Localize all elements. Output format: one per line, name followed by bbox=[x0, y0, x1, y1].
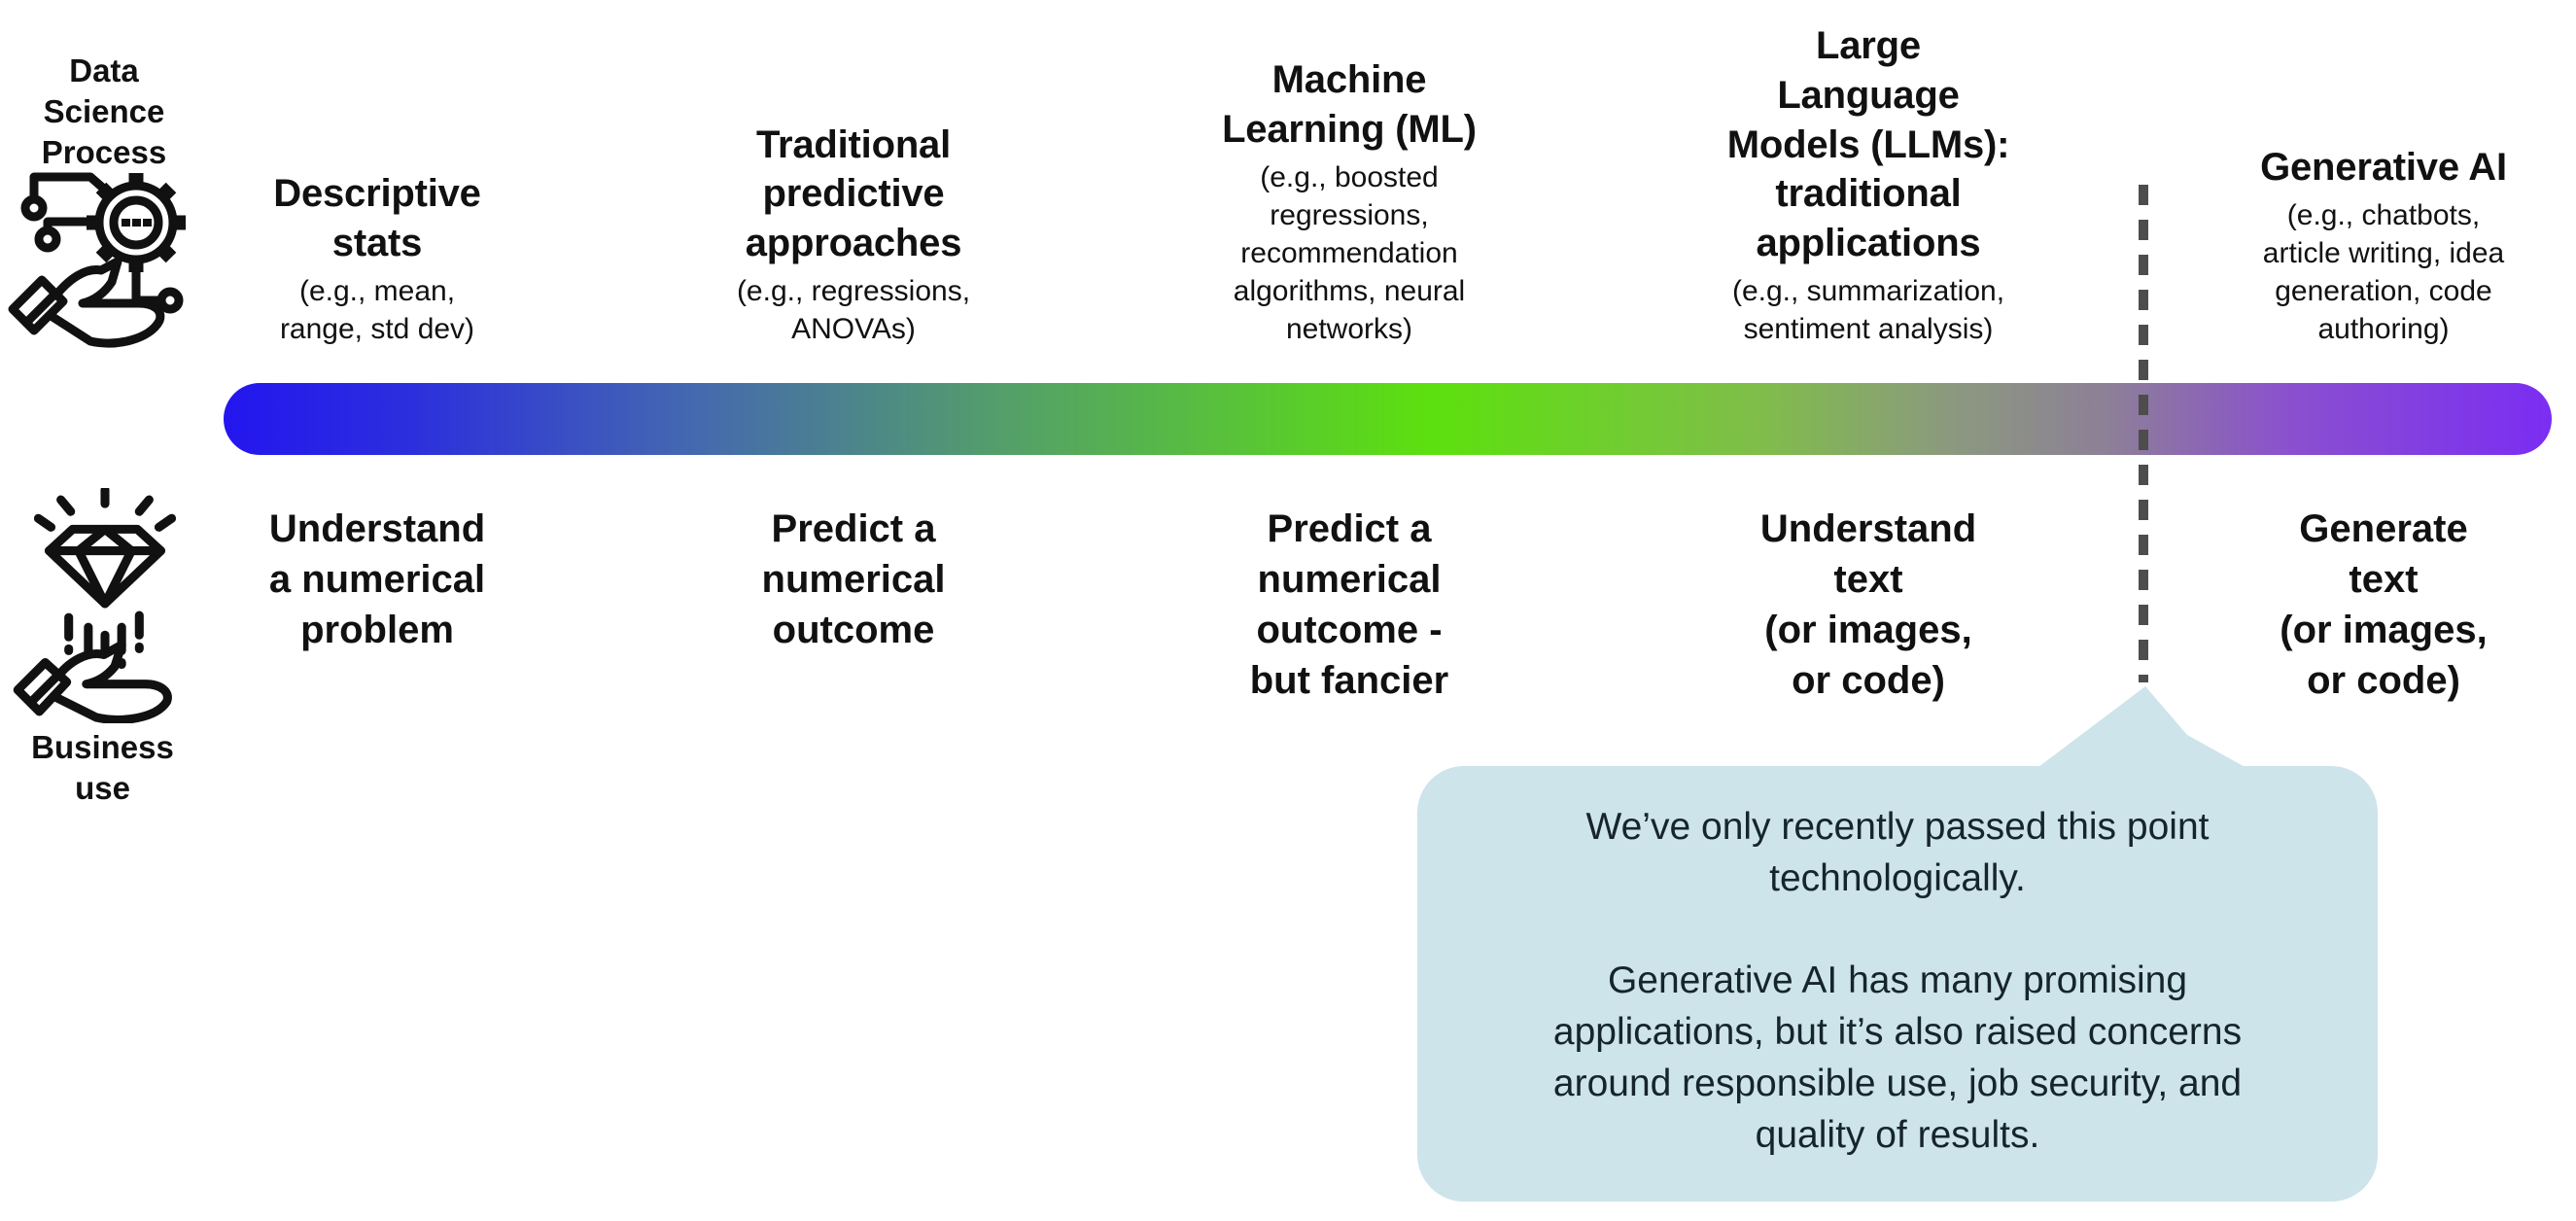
column-title: Traditional predictive approaches bbox=[745, 122, 962, 265]
column-llms-traditional: Large Language Models (LLMs): traditiona… bbox=[1596, 0, 2141, 348]
column-subtitle: (e.g., mean, range, std dev) bbox=[279, 275, 475, 345]
column-descriptive-stats: Descriptive stats (e.g., mean, range, st… bbox=[154, 0, 601, 348]
column-generative-ai: Generative AI (e.g., chatbots, article w… bbox=[2160, 0, 2576, 348]
column-title: Descriptive stats bbox=[273, 172, 481, 265]
data-science-process-label: Data Science Process bbox=[41, 52, 167, 171]
business-use-descriptive: Understand a numerical problem bbox=[268, 507, 486, 651]
dashed-divider-line bbox=[2139, 185, 2148, 682]
column-subtitle: (e.g., chatbots, article writing, idea g… bbox=[2262, 199, 2505, 345]
column-title: Machine Learning (ML) bbox=[1222, 58, 1477, 152]
business-use-ml: Predict a numerical outcome - but fancie… bbox=[1249, 507, 1449, 702]
callout-paragraph-1: We’ve only recently passed this point te… bbox=[1585, 806, 2210, 900]
gear-hand-circuit-icon bbox=[8, 172, 186, 348]
column-title: Generative AI bbox=[2260, 146, 2507, 190]
callout-bubble: We’ve only recently passed this point te… bbox=[1417, 766, 2378, 1202]
business-use-label: Business use bbox=[31, 729, 174, 807]
business-use-llm: Understand text (or images, or code) bbox=[1759, 507, 1977, 702]
column-title: Large Language Models (LLMs): traditiona… bbox=[1726, 24, 2010, 265]
business-use-genai: Generate text (or images, or code) bbox=[2280, 507, 2488, 702]
column-subtitle: (e.g., summarization, sentiment analysis… bbox=[1731, 275, 2005, 345]
column-subtitle: (e.g., boosted regressions, recommendati… bbox=[1233, 161, 1466, 345]
column-traditional-predictive: Traditional predictive approaches (e.g.,… bbox=[610, 0, 1097, 348]
spectrum-bar bbox=[224, 383, 2552, 455]
column-machine-learning: Machine Learning (ML) (e.g., boosted reg… bbox=[1087, 0, 1612, 348]
callout-paragraph-2: Generative AI has many promising applica… bbox=[1552, 959, 2243, 1157]
column-subtitle: (e.g., regressions, ANOVAs) bbox=[736, 275, 971, 345]
diamond-hand-icon bbox=[13, 488, 177, 723]
business-use-predictive: Predict a numerical outcome bbox=[761, 507, 946, 651]
